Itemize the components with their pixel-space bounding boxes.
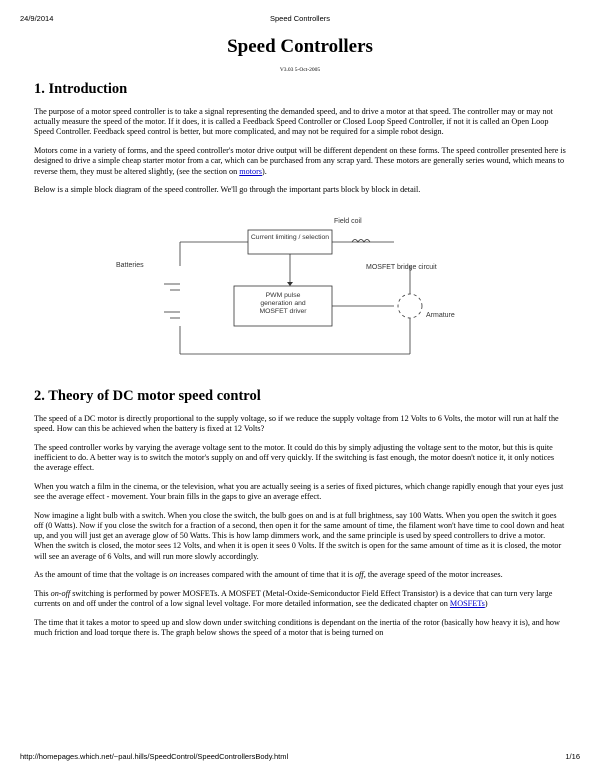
theory-p5-on: on — [169, 570, 178, 580]
batteries-label: Batteries — [116, 261, 144, 269]
intro-paragraph-3: Below is a simple block diagram of the s… — [34, 185, 421, 195]
theory-p5-off: off — [355, 570, 364, 580]
theory-p6-a: This — [34, 589, 51, 599]
theory-p5-b: increases compared with the amount of ti… — [177, 570, 356, 580]
section-heading-theory: 2. Theory of DC motor speed control — [34, 387, 261, 404]
theory-paragraph-7: The time that it takes a motor to speed … — [34, 617, 560, 638]
intro-paragraph-1: The purpose of a motor speed controller … — [34, 107, 553, 137]
theory-p5-a: As the amount of time that the voltage i… — [34, 570, 170, 580]
print-header: 24/9/2014 Speed Controllers — [20, 14, 580, 26]
theory-p6-c: ) — [484, 599, 488, 609]
intro-p2-text: Motors come in a variety of forms, and t… — [34, 146, 566, 176]
page-title: Speed Controllers — [227, 36, 373, 57]
theory-paragraph-2: The speed controller works by varying th… — [34, 442, 555, 473]
current-limit-label: Current limiting / selection — [250, 233, 330, 241]
theory-p5-c: , the average speed of the motor increas… — [363, 570, 503, 580]
page-url: http://homepages.which.net/~paul.hills/S… — [20, 752, 289, 761]
pwm-label-line-2: generation and — [260, 299, 306, 307]
mosfets-link[interactable]: MOSFETs — [449, 599, 485, 609]
section-heading-introduction: 1. Introduction — [34, 81, 128, 97]
intro-paragraph-2: Motors come in a variety of forms, and t… — [34, 146, 566, 177]
theory-paragraph-6: This on-off switching is performed by po… — [34, 589, 566, 609]
motors-link[interactable]: motors — [239, 166, 262, 176]
document-body: Speed Controllers V3.03 5-Oct-2005 1. In… — [34, 30, 566, 647]
print-footer: http://homepages.which.net/~paul.hills/S… — [20, 752, 580, 764]
theory-paragraph-1: The speed of a DC motor is directly prop… — [34, 413, 559, 434]
theory-p6-b: switching is performed by power MOSFETs.… — [34, 589, 553, 609]
pwm-label: PWM pulse generation and MOSFET driver — [234, 292, 332, 316]
mosfet-bridge-label: MOSFET bridge circuit — [366, 263, 437, 271]
theory-paragraph-5: As the amount of time that the voltage i… — [34, 570, 566, 580]
print-date: 24/9/2014 — [20, 14, 54, 23]
page-number: 1/16 — [565, 752, 580, 761]
theory-paragraph-3: When you watch a film in the cinema, or … — [34, 481, 564, 502]
field-coil-label: Field coil — [334, 217, 362, 225]
intro-p2-end: ). — [261, 166, 267, 176]
print-page-title: Speed Controllers — [269, 14, 331, 23]
pwm-label-line-3: MOSFET driver — [259, 307, 307, 315]
theory-p6-em: on-off — [50, 589, 71, 599]
block-diagram-lines — [164, 229, 423, 355]
theory-paragraph-4: Now imagine a light bulb with a switch. … — [34, 510, 565, 561]
pwm-label-line-1: PWM pulse — [265, 291, 301, 299]
version-text: V3.03 5-Oct-2005 — [279, 67, 321, 73]
armature-label: Armature — [426, 311, 455, 319]
block-diagram: Field coil Current limiting / selection … — [34, 204, 566, 374]
